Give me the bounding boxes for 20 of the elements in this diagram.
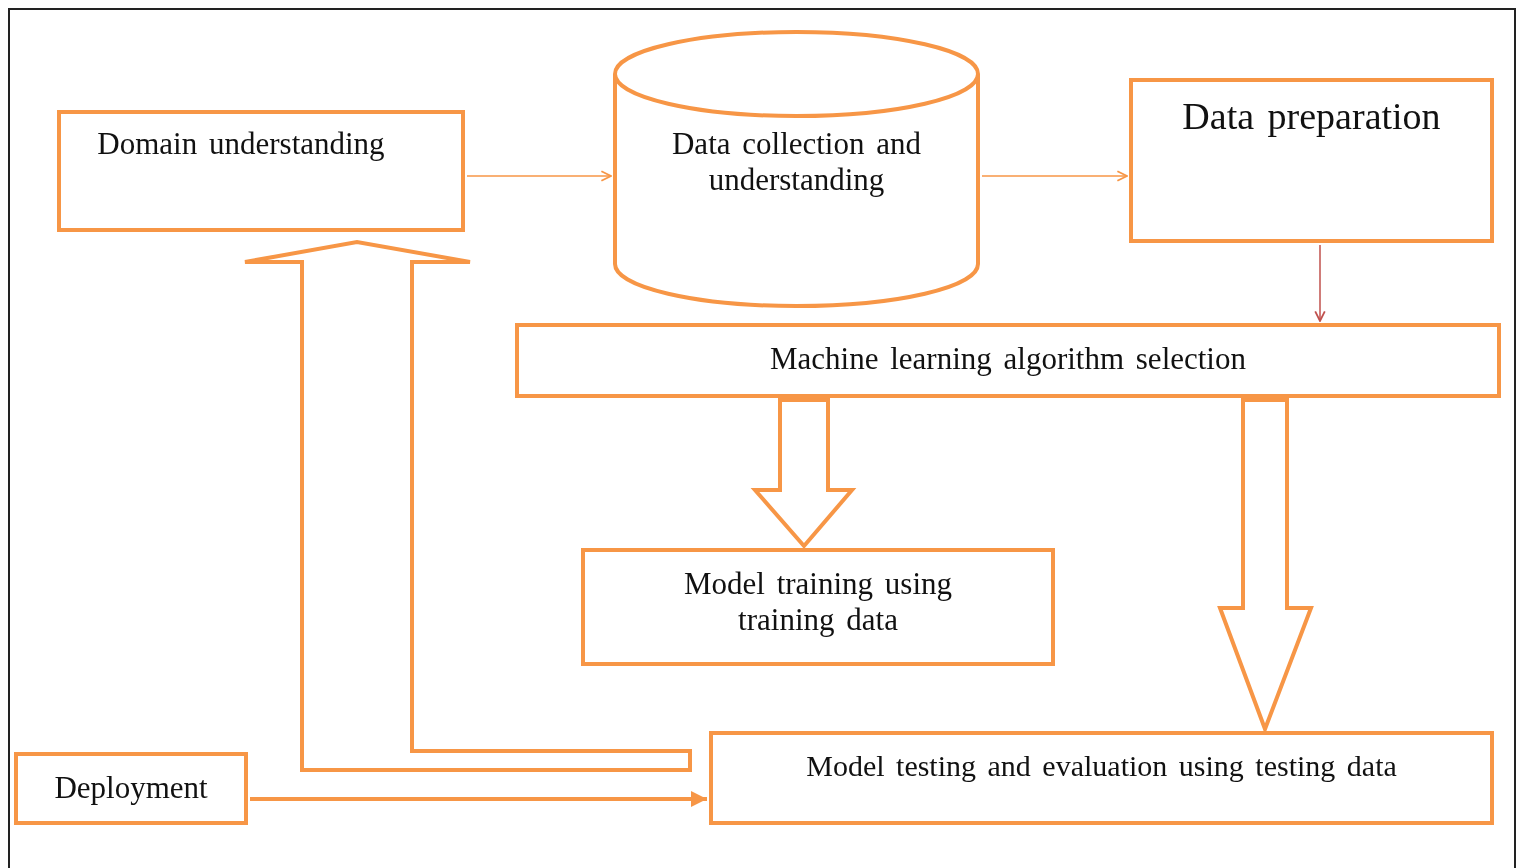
process-box xyxy=(1129,78,1494,243)
node-label: Data preparation xyxy=(1181,94,1442,138)
node-label: Deployment xyxy=(53,770,209,806)
node-label: Model testing and evaluation using testing data xyxy=(805,749,1398,783)
node-label: Machine learning algorithm selection xyxy=(769,341,1247,377)
arrow xyxy=(981,170,1128,182)
node-label: Model training using training data xyxy=(682,566,953,638)
process-box xyxy=(709,731,1494,825)
block-arrow xyxy=(750,398,857,550)
arrow xyxy=(466,170,612,182)
process-box xyxy=(14,752,248,825)
node-label: Domain understanding xyxy=(96,126,386,162)
process-box xyxy=(515,323,1501,398)
node-label: Data collection and understanding xyxy=(671,126,922,198)
block-arrow xyxy=(243,239,692,772)
process-box xyxy=(581,548,1055,666)
database-cylinder xyxy=(613,30,980,308)
arrow xyxy=(1314,244,1326,322)
arrow xyxy=(250,791,707,807)
process-box xyxy=(57,110,465,232)
